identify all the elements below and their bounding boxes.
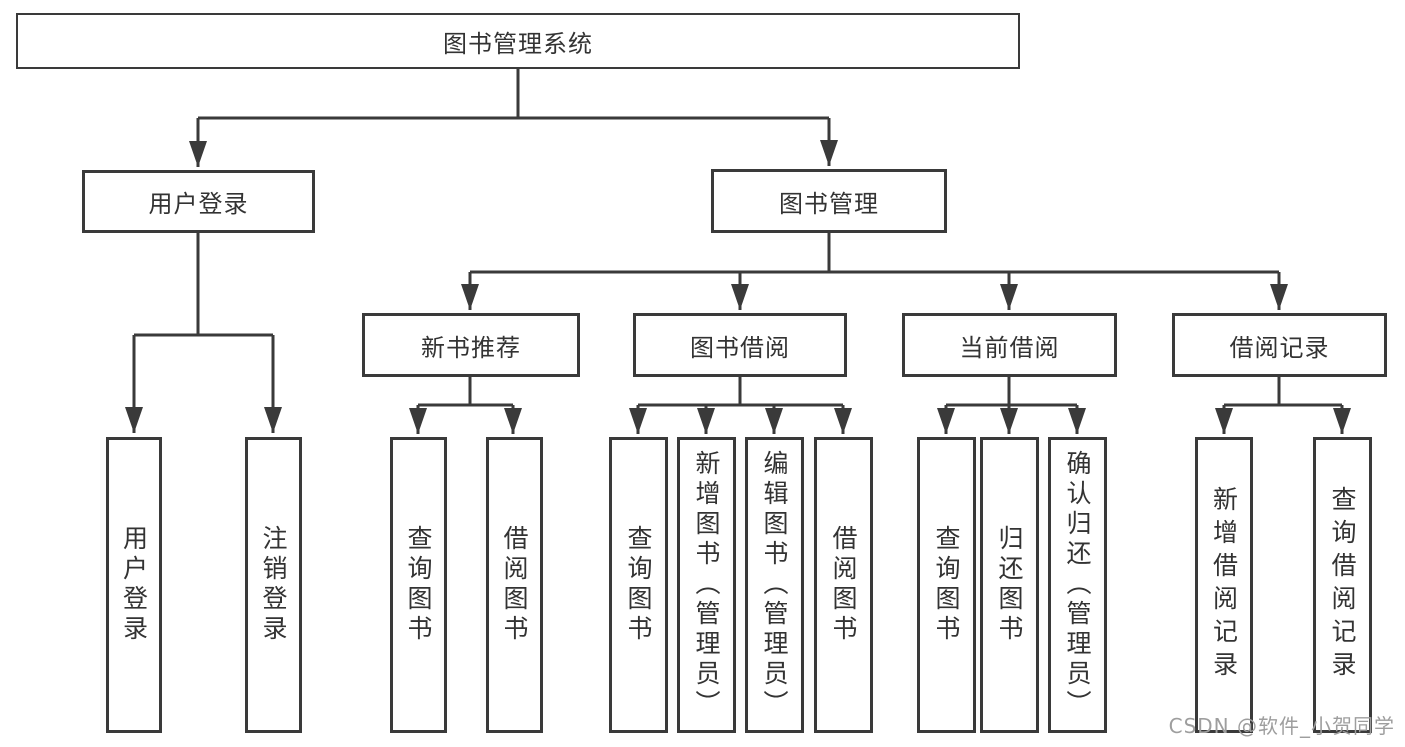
leaf-query-borrow-record: 查询借阅记录 [1313,437,1372,733]
node-label: 查询图书 [932,525,961,645]
node-label: 图书借阅 [690,333,790,362]
node-label: 确认归还（管理员） [1063,450,1092,720]
node-label: 注销登录 [259,525,288,645]
leaf-edit-books-admin: 编辑图书（管理员） [745,437,804,733]
node-new-book-recommend: 新书推荐 [362,313,580,377]
leaf-add-borrow-record: 新增借阅记录 [1195,437,1253,733]
node-label: 借阅图书 [500,525,529,645]
connector-book-borrow-children [629,377,852,434]
node-label: 用户登录 [119,525,149,645]
connector-root-to-level2 [189,69,838,167]
node-label: 借阅图书 [829,525,858,645]
node-label: 当前借阅 [959,333,1060,362]
node-current-borrow: 当前借阅 [902,313,1117,377]
connector-new-book-recommend-children [409,377,522,434]
node-label: 查询借阅记录 [1328,486,1357,684]
node-label: 查询图书 [404,525,433,645]
node-label: 归还图书 [995,525,1024,645]
leaf-add-books-admin: 新增图书（管理员） [677,437,736,733]
node-label: 新增借阅记录 [1209,486,1239,684]
node-label: 借阅记录 [1229,333,1330,362]
node-label: 新增图书（管理员） [692,450,721,720]
connector-book-management-children [461,233,1288,310]
node-label: 图书管理 [779,189,879,218]
node-label: 查询图书 [624,525,653,645]
leaf-borrow-books: 借阅图书 [814,437,873,733]
node-label: 新书推荐 [421,333,521,362]
node-user-login: 用户登录 [82,170,315,233]
csdn-watermark: CSDN @软件_小贺同学 [1168,714,1395,738]
connector-borrow-records-children [1215,377,1351,434]
leaf-query-books-current: 查询图书 [917,437,976,733]
node-library-system: 图书管理系统 [16,13,1020,69]
leaf-logout: 注销登录 [245,437,302,733]
leaf-confirm-return-admin: 确认归还（管理员） [1048,437,1107,733]
node-label: 用户登录 [148,190,249,218]
leaf-query-books-recommend: 查询图书 [390,437,447,733]
leaf-user-login: 用户登录 [106,437,162,733]
leaf-return-books: 归还图书 [980,437,1039,733]
node-book-management: 图书管理 [711,169,947,233]
connector-user-login-children [125,233,282,433]
connector-current-borrow-children [937,377,1086,434]
node-borrow-records: 借阅记录 [1172,313,1387,377]
node-book-borrow: 图书借阅 [633,313,847,377]
node-label: 图书管理系统 [443,29,593,58]
node-label: 编辑图书（管理员） [760,450,789,720]
leaf-borrow-books-recommend: 借阅图书 [486,437,543,733]
leaf-query-books-borrow: 查询图书 [609,437,668,733]
